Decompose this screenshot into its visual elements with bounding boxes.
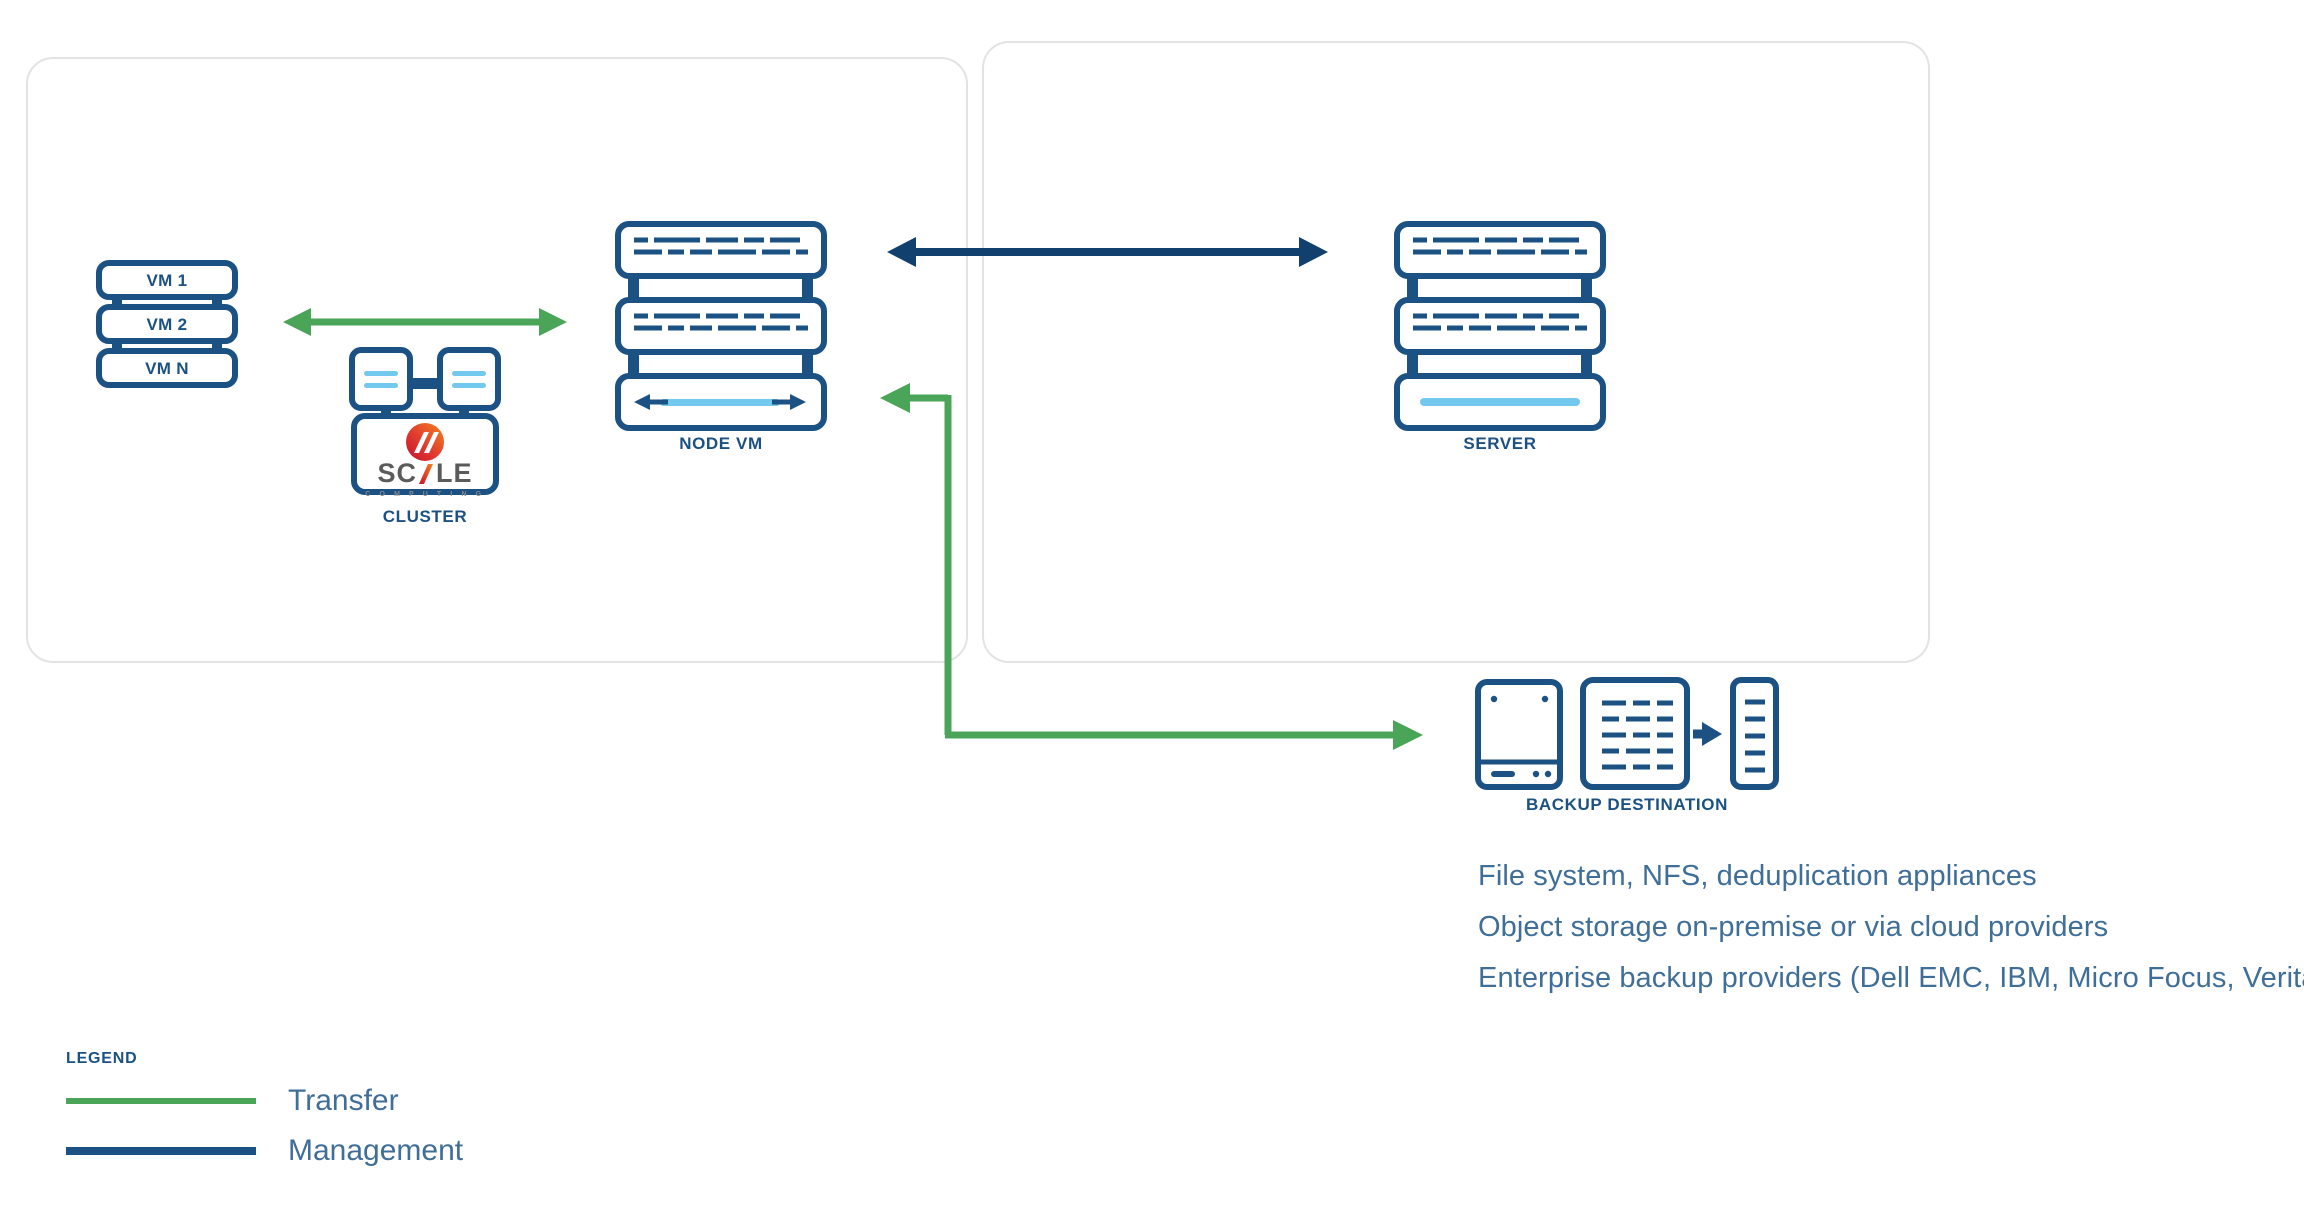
backup-destination-graphic — [1475, 677, 1779, 790]
vm-label-2: VM 2 — [146, 315, 188, 334]
disk-drive-icon — [1475, 679, 1563, 790]
scale-logo-word-le: LE — [436, 458, 473, 488]
vm-tier-3 — [96, 348, 238, 388]
legend-title: LEGEND — [66, 1050, 138, 1067]
transfer-to-backup-arrow — [880, 383, 1423, 750]
description-line-3: Enterprise backup providers (Dell EMC, I… — [1478, 962, 2304, 994]
vm-label-1: VM 1 — [146, 271, 188, 290]
scale-logo-wordmark: SC LE C O M P U T I N G — [354, 458, 496, 499]
vm-to-cluster-arrow — [283, 308, 567, 336]
scale-logo-letter-a — [417, 464, 436, 484]
scale-logo-word-sc: SC — [377, 458, 417, 488]
vm-label-3: VM N — [145, 359, 189, 378]
node-vm-graphic — [615, 221, 827, 431]
cluster-graphic — [349, 347, 501, 495]
server-caption: SERVER — [1463, 434, 1537, 453]
cluster-caption: CLUSTER — [382, 507, 468, 526]
document-grid-icon — [1580, 677, 1690, 790]
legend-swatches — [66, 1098, 256, 1155]
scale-logo-slashes — [414, 432, 439, 453]
backup-destination-caption: BACKUP DESTINATION — [1526, 795, 1728, 814]
cluster-node-right — [437, 347, 501, 411]
legend-label-management: Management — [288, 1134, 464, 1167]
cluster-node-left — [349, 347, 413, 411]
list-stack-icon — [1730, 677, 1779, 790]
server-graphic — [1394, 221, 1606, 431]
node-vm-caption: NODE VM — [679, 434, 763, 453]
nodevm-to-server-arrow — [887, 237, 1328, 267]
backup-inner-arrow — [1693, 722, 1722, 746]
vm-stack — [96, 260, 238, 388]
description-line-2: Object storage on-premise or via cloud p… — [1478, 911, 2109, 943]
vm-tier-1 — [96, 260, 238, 300]
legend-label-transfer: Transfer — [288, 1084, 399, 1117]
description-line-1: File system, NFS, deduplication applianc… — [1478, 860, 2037, 892]
vm-tier-2 — [96, 304, 238, 344]
scale-logo-circle — [406, 423, 444, 461]
scale-logo-subtitle: C O M P U T I N G — [365, 491, 485, 498]
